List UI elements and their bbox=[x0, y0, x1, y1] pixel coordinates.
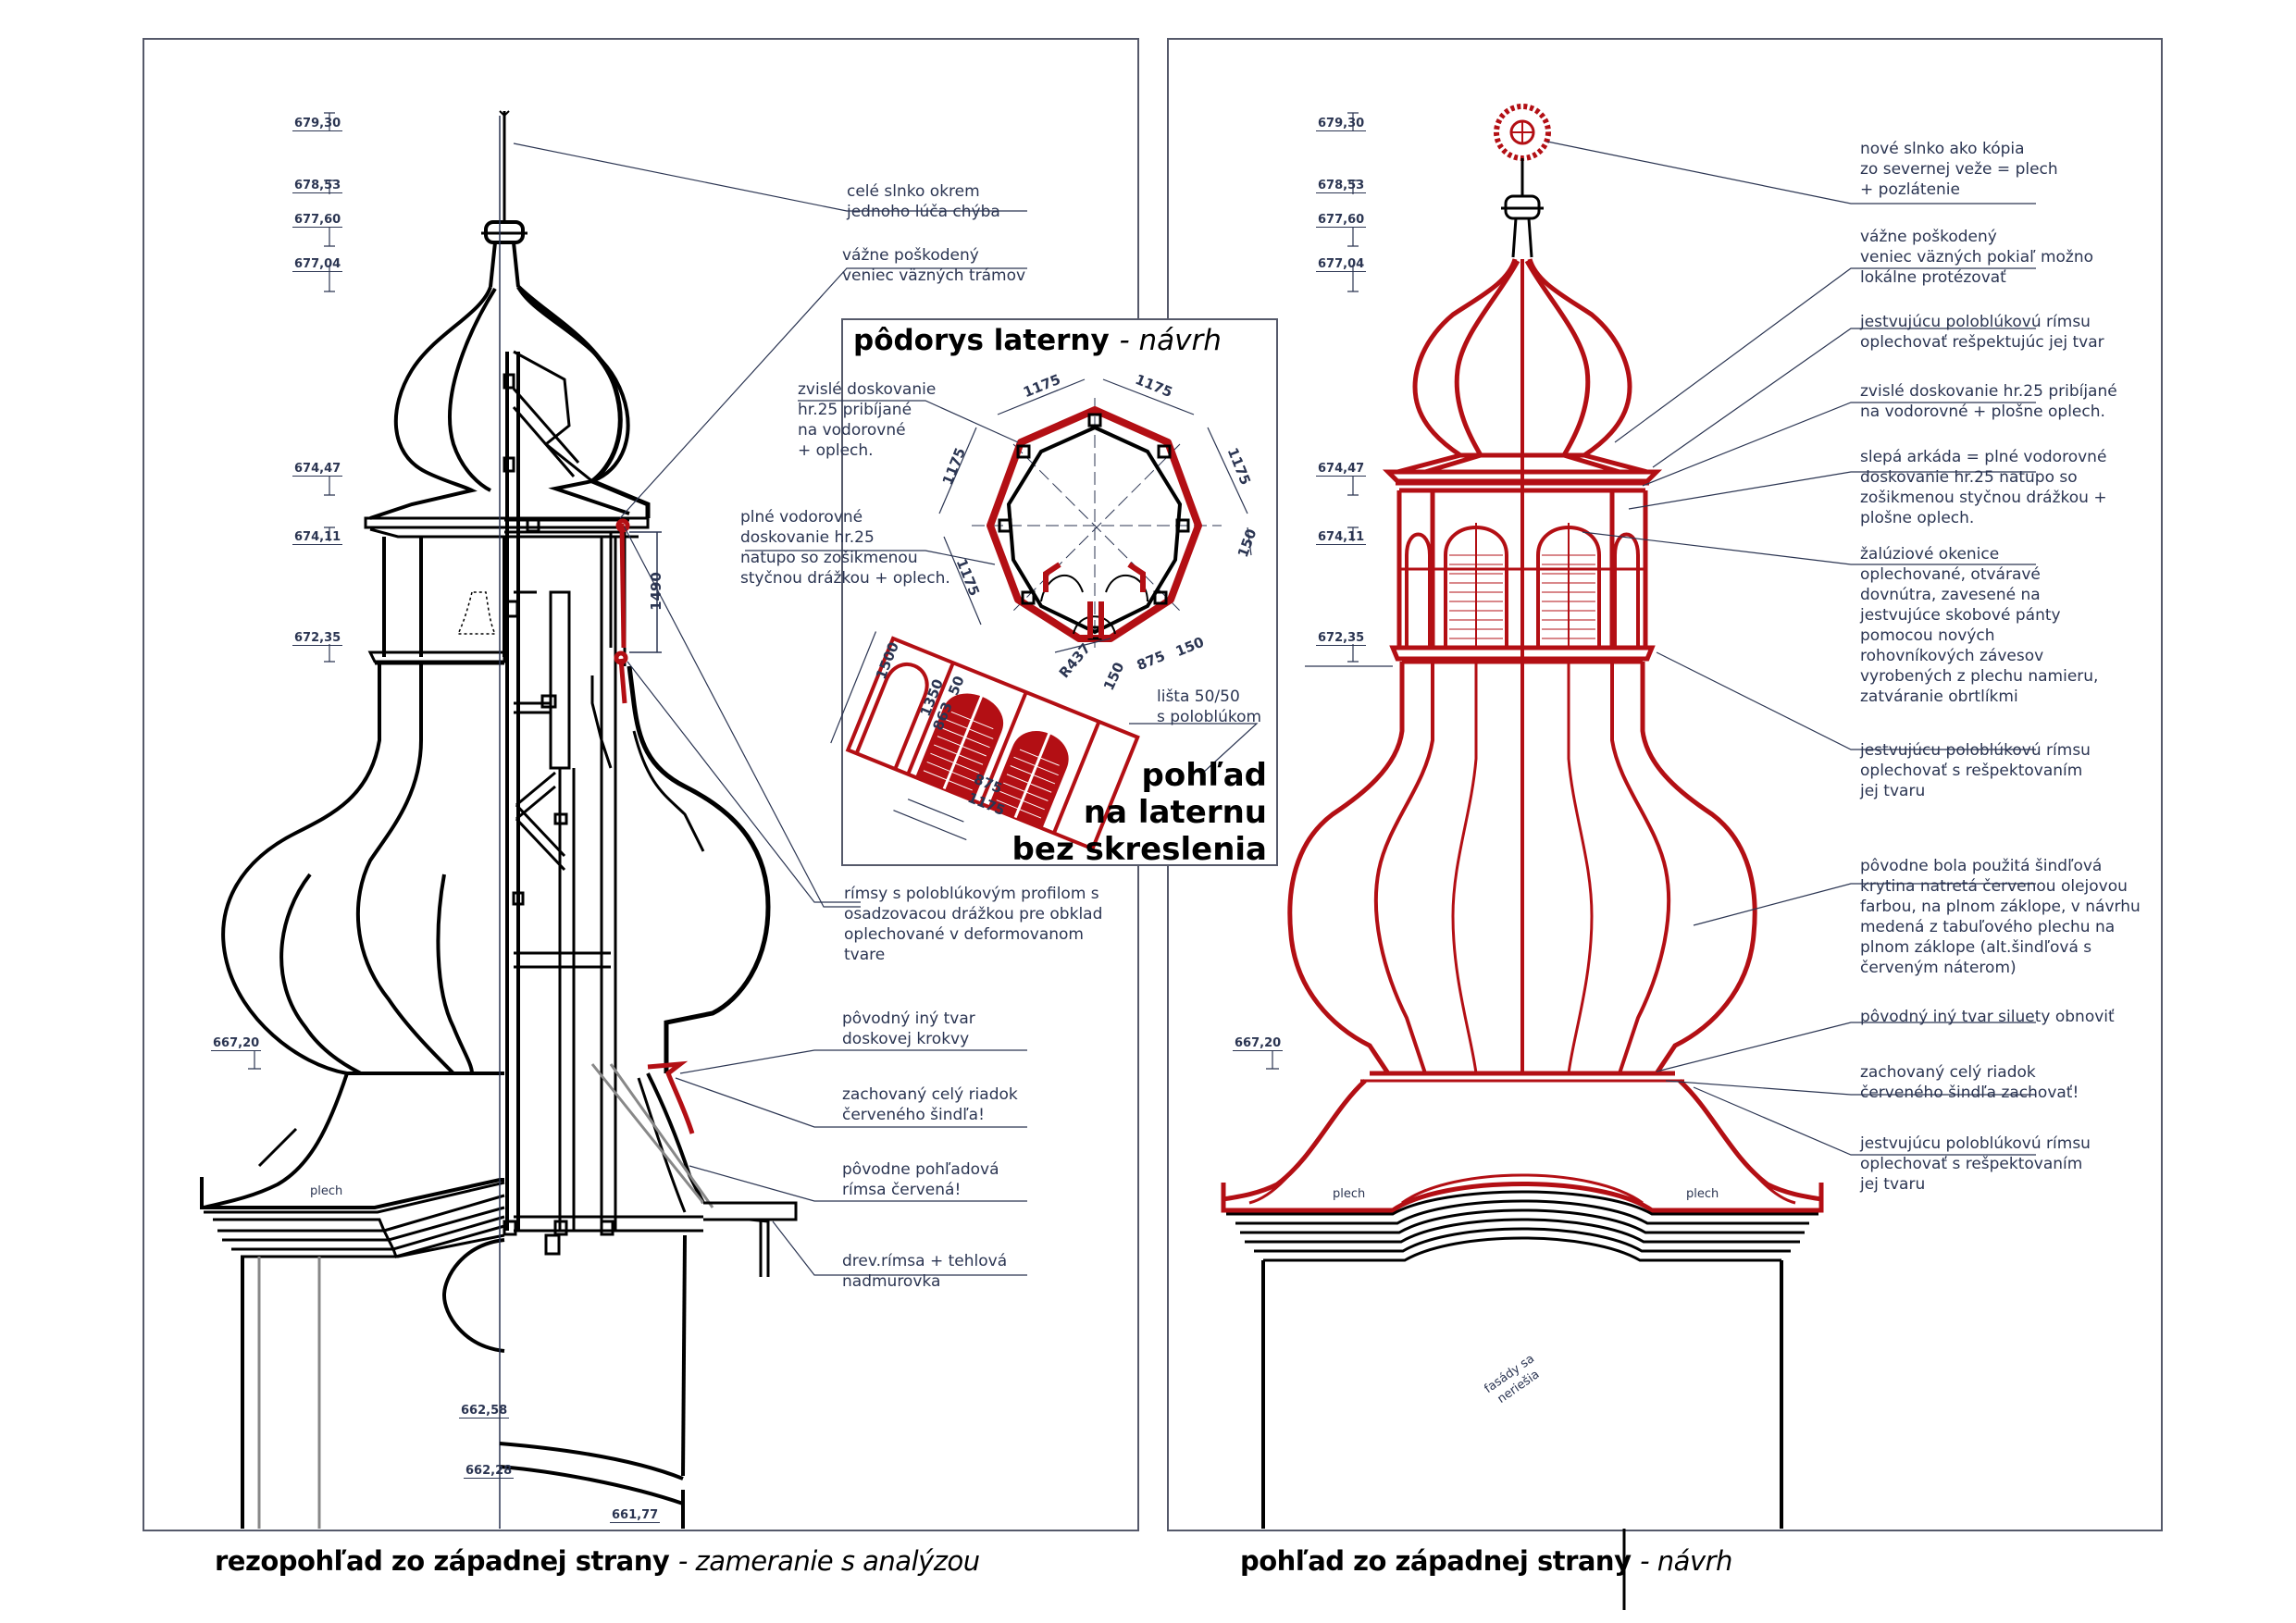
right-title-italic: - návrh bbox=[1640, 1545, 1732, 1577]
left-note-red-cornice: pôvodne pohľadová rímsa červená! bbox=[842, 1160, 999, 1199]
right-note-lower-cornice: jestvujúcu poloblúkovú rímsu oplechovať … bbox=[1860, 741, 2091, 800]
right-note-new-sun: nové slnko ako kópia zo severnej veže = … bbox=[1860, 140, 2058, 199]
plan-panel-title: pôdorys laterny - návrh bbox=[853, 324, 1222, 357]
left-level-662-58: 662,58 bbox=[459, 1404, 510, 1419]
left-material-label-plech: plech bbox=[310, 1184, 343, 1198]
plan-note-vertical-boarding: zvislé doskovanie hr.25 pribíjané na vod… bbox=[798, 380, 937, 460]
left-level-ticks bbox=[248, 112, 335, 1070]
right-material-label-plech-left: plech bbox=[1333, 1187, 1366, 1201]
left-level-674-47: 674,47 bbox=[292, 462, 343, 477]
right-level-677-60: 677,60 bbox=[1316, 213, 1367, 228]
plan-note-batten: lišta 50/50 s poloblúkom bbox=[1157, 688, 1262, 726]
right-note-red-shingle: zachovaný celý riadok červeného šindľa z… bbox=[1860, 1063, 2079, 1102]
right-note-blind-arcade: slepá arkáda = plné vodorovné doskovanie… bbox=[1860, 448, 2107, 527]
plan-leader-lines bbox=[745, 400, 1259, 774]
left-level-674-11: 674,11 bbox=[292, 530, 343, 545]
left-note-sun: celé slnko okrem jednoho lúča chýba bbox=[847, 182, 1000, 221]
left-dim-1490: 1490 bbox=[647, 572, 664, 611]
left-note-rafter-shape: pôvodný iný tvar doskovej krokvy bbox=[842, 1010, 975, 1048]
left-view-title: rezopohľad zo západnej strany - zamerani… bbox=[215, 1545, 980, 1577]
left-level-662-28: 662,28 bbox=[464, 1464, 515, 1479]
right-level-ticks bbox=[1266, 112, 1393, 1070]
left-note-brick: drev.rímsa + tehlová nadmurovka bbox=[842, 1252, 1008, 1291]
right-level-667-20: 667,20 bbox=[1233, 1036, 1284, 1051]
right-title-bold: pohľad zo západnej strany bbox=[1240, 1545, 1632, 1577]
left-note-red-shingle: zachovaný celý riadok červeného šindľa! bbox=[842, 1085, 1018, 1124]
plan-title-bold: pôdorys laterny bbox=[853, 324, 1110, 357]
left-level-677-60: 677,60 bbox=[292, 213, 343, 228]
right-level-678-53: 678,53 bbox=[1316, 179, 1367, 193]
right-level-674-11: 674,11 bbox=[1316, 530, 1367, 545]
left-level-672-35: 672,35 bbox=[292, 631, 343, 646]
bell-outline bbox=[456, 591, 497, 635]
left-red-highlights bbox=[614, 518, 695, 1134]
plan-view-caption: pohľad na laternu bez skreslenia bbox=[1011, 757, 1267, 868]
left-level-678-53: 678,53 bbox=[292, 179, 343, 193]
right-material-label-plech-right: plech bbox=[1686, 1187, 1719, 1201]
right-note-vertical-boarding: zvislé doskovanie hr.25 pribíjané na vod… bbox=[1860, 382, 2117, 421]
right-tower-drawing bbox=[1221, 104, 1824, 1213]
right-base-drawing bbox=[1226, 1190, 1818, 1610]
left-leader-lines bbox=[499, 142, 1027, 1529]
right-note-shutters: žalúziové okenice oplechované, otváravé … bbox=[1860, 545, 2099, 706]
right-level-672-35: 672,35 bbox=[1316, 631, 1367, 646]
right-note-damaged-beams: vážne poškodený veniec väzných pokiaľ mo… bbox=[1860, 228, 2094, 287]
left-note-damaged-beams: vážne poškodený veniec väzných trámov bbox=[842, 246, 1026, 285]
plan-dimension-lines bbox=[938, 378, 1252, 626]
left-level-677-04: 677,04 bbox=[292, 257, 343, 272]
right-note-base-cornice: jestvujúcu poloblúkovú rímsu oplechovať … bbox=[1860, 1134, 2091, 1194]
right-view-title: pohľad zo západnej strany - návrh bbox=[1240, 1545, 1732, 1577]
plan-note-horizontal-boarding: plné vodorovné doskovanie hr.25 natupo s… bbox=[740, 508, 950, 588]
left-title-italic: - zameranie s analýzou bbox=[677, 1545, 980, 1577]
sun-finial bbox=[1494, 104, 1551, 161]
right-level-679-30: 679,30 bbox=[1316, 117, 1367, 131]
right-note-silhouette: pôvodný iný tvar siluety obnoviť bbox=[1860, 1008, 2115, 1026]
left-level-667-20: 667,20 bbox=[211, 1036, 262, 1051]
lantern-elevation-rotated bbox=[830, 631, 1140, 851]
right-leader-lines bbox=[1546, 141, 2036, 1156]
plan-title-italic: - návrh bbox=[1119, 324, 1222, 357]
right-level-677-04: 677,04 bbox=[1316, 257, 1367, 272]
right-note-upper-cornice: jestvujúcu poloblúkovú rímsu oplechovať … bbox=[1860, 313, 2104, 352]
dim-1490-line bbox=[629, 531, 662, 653]
left-level-679-30: 679,30 bbox=[292, 117, 343, 131]
left-level-661-77: 661,77 bbox=[610, 1508, 661, 1523]
left-tower-drawing bbox=[200, 110, 798, 1529]
left-title-bold: rezopohľad zo západnej strany bbox=[215, 1545, 670, 1577]
right-note-roofing: pôvodne bola použitá šindľová krytina na… bbox=[1860, 857, 2141, 977]
lantern-plan-octagon bbox=[972, 398, 1222, 648]
left-note-cornices: rímsy s poloblúkovým profilom s osadzova… bbox=[844, 885, 1103, 964]
right-level-674-47: 674,47 bbox=[1316, 462, 1367, 477]
